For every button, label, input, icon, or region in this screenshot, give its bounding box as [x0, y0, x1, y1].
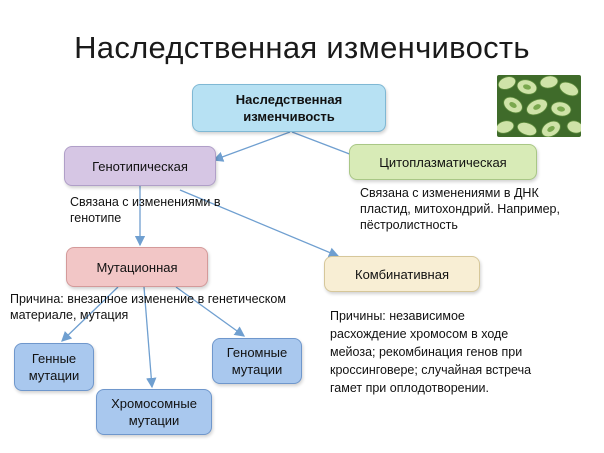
note-mutational: Причина: внезапное изменение в генетичес… [10, 292, 286, 322]
page-title: Наследственная изменчивость [74, 30, 530, 65]
arrow-mutational-to-gene [61, 286, 119, 342]
node-label: Комбинативная [355, 266, 449, 282]
arrow-mutational-to-chromosomal [143, 286, 157, 389]
node-combinative: Комбинативная [324, 256, 480, 292]
node-hereditary-variability: Наследственная изменчивость [192, 84, 386, 132]
node-label: Генные мутации [28, 351, 80, 383]
note-combinative: Причины: независимое расхождение хромосо… [330, 309, 532, 395]
node-chromosomal-mutations: Хромосомные мутации [96, 389, 212, 435]
node-label: Генотипическая [92, 158, 188, 174]
note-cytoplasmic: Связана с изменениями в ДНК пластид, мит… [360, 186, 560, 232]
variegated-leaves-photo [497, 75, 581, 137]
node-label: Геномные мутации [226, 345, 288, 377]
note-genotypic: Связана с изменениями в генотипе [70, 195, 221, 225]
node-label: Наследственная изменчивость [235, 92, 343, 124]
arrow-mutational-to-genomic [175, 286, 246, 337]
node-gene-mutations: Генные мутации [14, 343, 94, 391]
arrow-root-to-genotypic [212, 131, 291, 162]
node-mutational: Мутационная [66, 247, 208, 287]
arrow-genotypic-to-combinative [179, 189, 340, 258]
node-label: Хромосомные мутации [111, 396, 197, 428]
node-genomic-mutations: Геномные мутации [212, 338, 302, 384]
node-label: Цитоплазматическая [379, 154, 507, 170]
node-label: Мутационная [96, 259, 178, 275]
node-genotypic: Генотипическая [64, 146, 216, 186]
node-cytoplasmic: Цитоплазматическая [349, 144, 537, 180]
arrow-root-to-cytoplasmic [291, 131, 362, 160]
